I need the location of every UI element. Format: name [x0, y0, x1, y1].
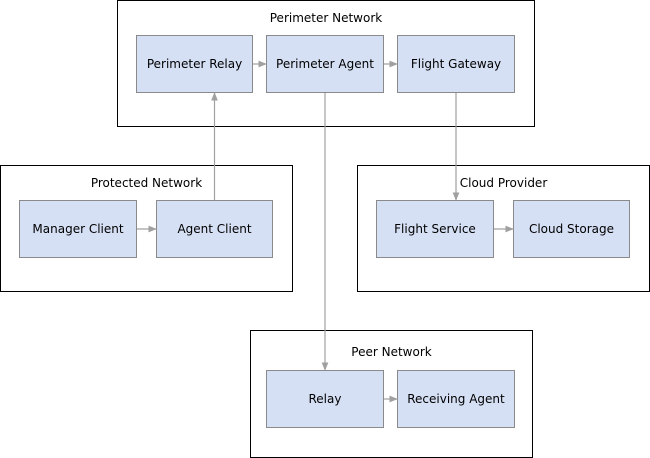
group-title-cloud-provider: Cloud Provider: [459, 176, 548, 190]
node-label: Perimeter Relay: [146, 57, 243, 71]
node-label: Relay: [308, 392, 342, 406]
node-label: Receiving Agent: [407, 392, 505, 406]
node-label: Perimeter Agent: [276, 57, 374, 71]
node-label: Agent Client: [177, 222, 252, 236]
node-receiving-agent: Receiving Agent: [397, 370, 515, 428]
group-title-peer-network: Peer Network: [351, 345, 432, 359]
group-title-protected-network: Protected Network: [90, 176, 203, 190]
node-label: Flight Service: [394, 222, 476, 236]
node-cloud-storage: Cloud Storage: [513, 200, 630, 258]
node-flight-service: Flight Service: [376, 200, 494, 258]
node-perimeter-agent: Perimeter Agent: [266, 35, 384, 93]
group-title-perimeter-network: Perimeter Network: [269, 11, 383, 25]
node-label: Cloud Storage: [528, 222, 615, 236]
node-label: Manager Client: [32, 222, 124, 236]
node-relay: Relay: [266, 370, 384, 428]
node-flight-gateway: Flight Gateway: [397, 35, 515, 93]
node-manager-client: Manager Client: [19, 200, 137, 258]
node-label: Flight Gateway: [410, 57, 502, 71]
node-agent-client: Agent Client: [156, 200, 273, 258]
node-perimeter-relay: Perimeter Relay: [136, 35, 253, 93]
